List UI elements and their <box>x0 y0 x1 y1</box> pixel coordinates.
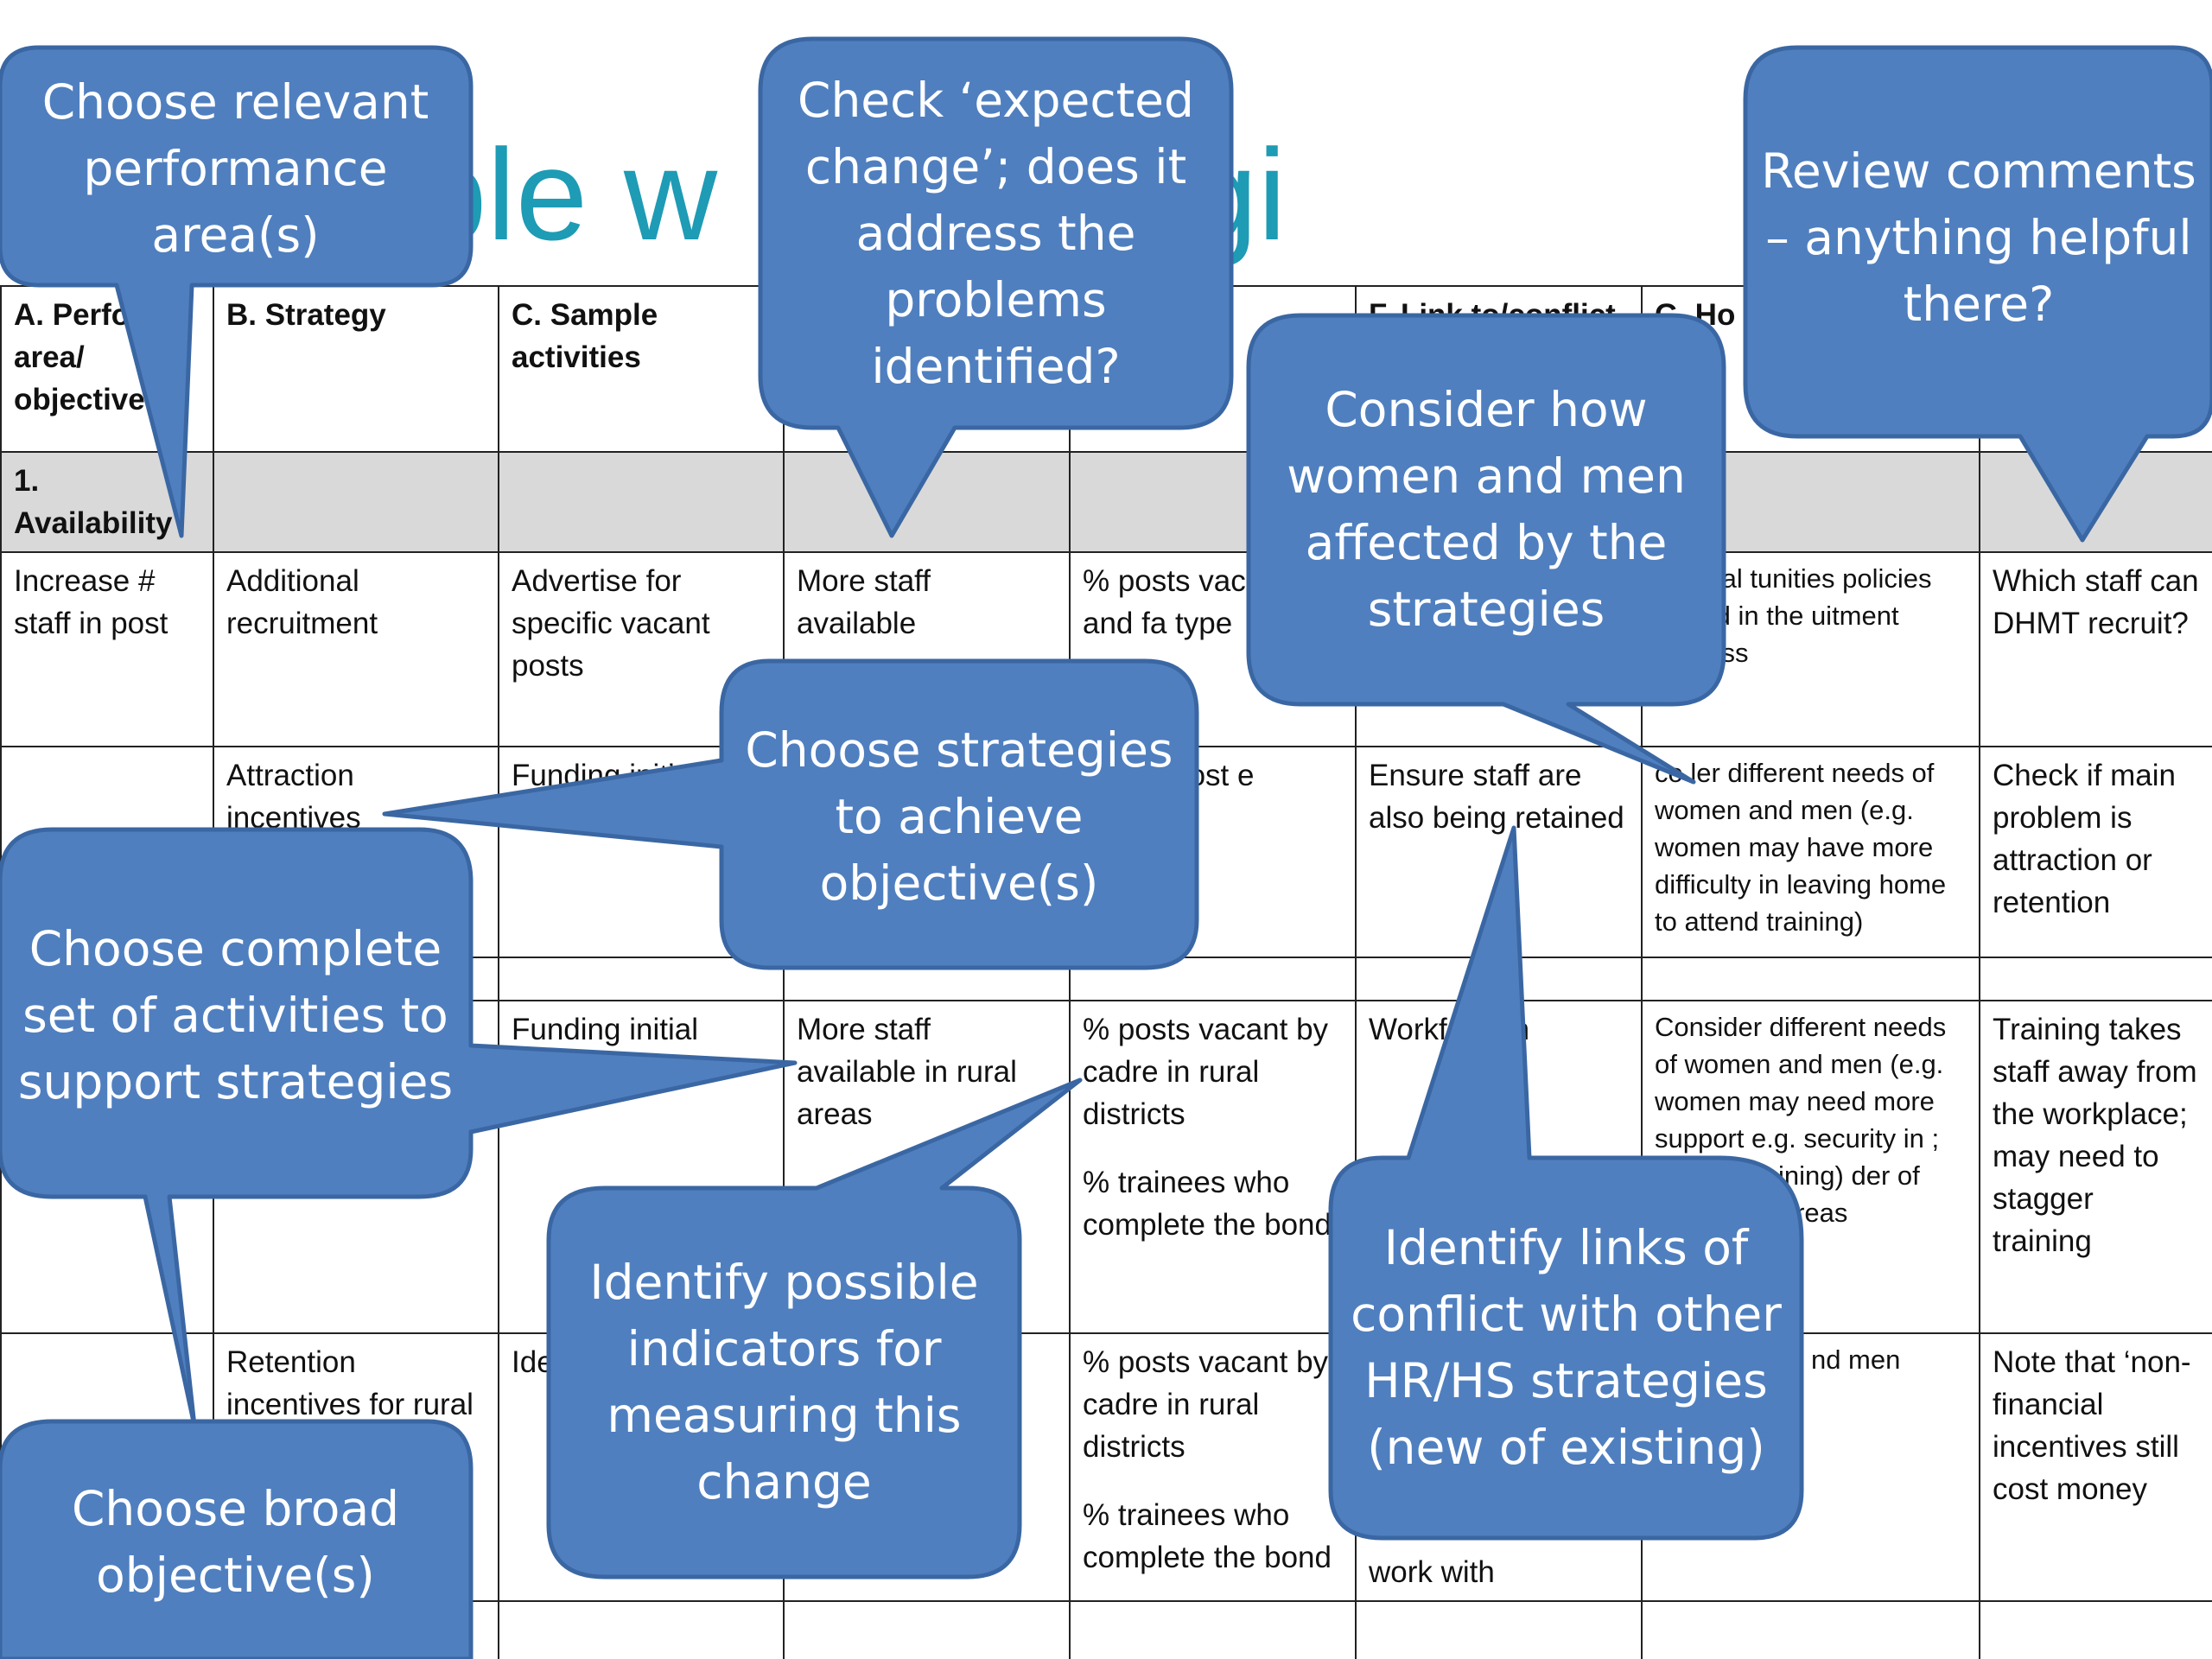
cell-text: % trainees who complete the bond <box>1083 1498 1332 1574</box>
table-spacer-row <box>0 1600 2212 1659</box>
cell-text: co ler different needs of women and men … <box>1655 758 1947 937</box>
callout-activities-shape <box>0 827 798 1428</box>
callout-indicators: Identify possible indicators for measuri… <box>589 1255 979 1510</box>
cell-text: % posts vacant by cadre in rural distric… <box>1083 1345 1329 1464</box>
callout-indicators-shape <box>546 1077 1083 1580</box>
callout-expected-change-shape <box>758 36 1234 538</box>
callout-activities: Choose complete set of activities to sup… <box>17 920 454 1109</box>
cell-text: % posts vacant by cadre in rural distric… <box>1083 1013 1329 1131</box>
cell-text: % trainees who complete the bond <box>1083 1166 1332 1242</box>
header-strategy: B. Strategy <box>213 285 499 453</box>
callout-gender: Consider how women and men affected by t… <box>1287 382 1686 637</box>
callout-review-comments-shape <box>1743 45 2212 543</box>
table-cell: Increase # staff in post <box>0 551 214 747</box>
table-cell: Which staff can DHMT recruit? <box>1979 551 2212 747</box>
callout-links-shape <box>1328 825 1804 1541</box>
header-sample-activities: C. Sample activities <box>498 285 785 453</box>
table-cell: co ler different needs of women and men … <box>1641 746 1980 958</box>
table-cell: % posts vacant by cadre in rural distric… <box>1069 1332 1357 1602</box>
callout-expected-change: Check ‘expected change’; does it address… <box>798 72 1194 394</box>
cell-text: work with <box>1369 1555 1495 1589</box>
table-cell: Additional recruitment <box>213 551 499 747</box>
table-cell: % posts vacant by cadre in rural distric… <box>1069 1000 1357 1334</box>
table-cell: Check if main problem is attraction or r… <box>1979 746 2212 958</box>
callout-objectives: Choose broad objective(s) <box>71 1481 400 1603</box>
callout-strategies-shape <box>382 658 1199 970</box>
callout-objectives-shape <box>0 1419 474 1659</box>
callout-performance-area: Choose relevant performance area(s) <box>41 73 429 263</box>
callout-strategies: Choose strategies to achieve objective(s… <box>745 721 1173 911</box>
callout-performance-area-shape <box>0 45 474 538</box>
callout-gender-shape <box>1246 313 1726 785</box>
table-cell: Training takes staff away from the workp… <box>1979 1000 2212 1334</box>
callout-review-comments: Review comments – anything helpful there… <box>1761 143 2196 332</box>
callout-links: Identify links of conflict with other HR… <box>1351 1220 1782 1475</box>
table-cell: Note that ‘non-financial incentives stil… <box>1979 1332 2212 1602</box>
